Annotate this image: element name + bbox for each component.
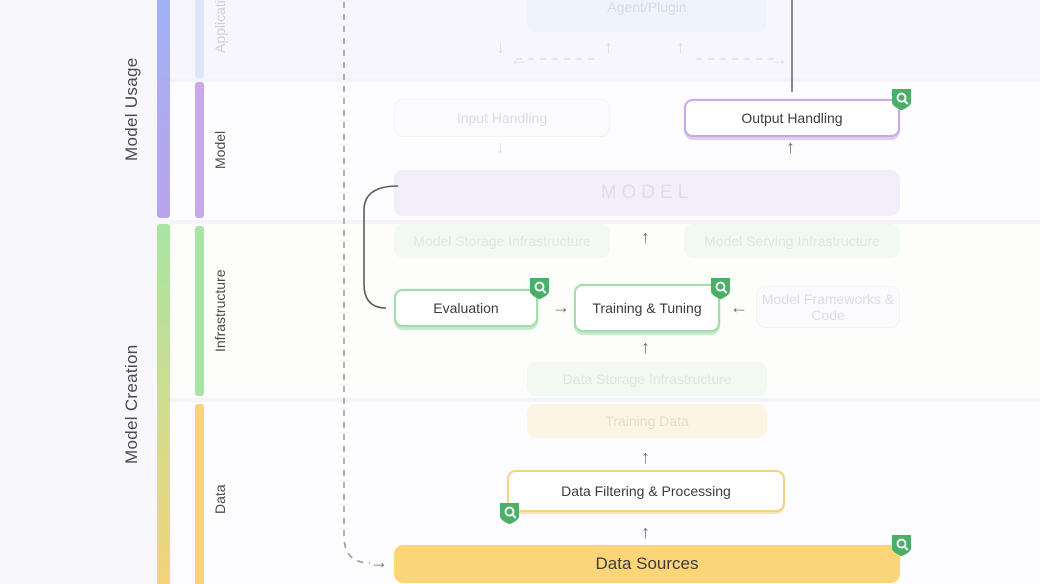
model-band-label: MODEL <box>600 182 694 204</box>
arrow-right-evaluation-to-training: → <box>552 297 570 317</box>
row-bar-data <box>195 404 204 584</box>
node-agent-plugin[interactable]: Agent/Plugin <box>527 0 767 32</box>
node-model-band: MODEL <box>394 170 900 216</box>
row-label-infrastructure: Infrastructure <box>212 269 228 353</box>
group-label-model-creation: Model Creation <box>122 344 141 464</box>
arrow-up-data-storage-to-training: ↑ <box>641 337 650 357</box>
arrow-right-into-data-sources: → <box>370 552 388 572</box>
node-evaluation[interactable]: Evaluation <box>394 289 538 327</box>
shield-magnifier-icon-output-handling[interactable] <box>891 88 912 111</box>
shield-magnifier-icon-data-filtering-and-processing[interactable] <box>499 502 520 525</box>
shield-magnifier-icon-evaluation[interactable] <box>529 277 550 300</box>
row-label-data: Data <box>212 484 228 514</box>
node-data-filtering-and-processing[interactable]: Data Filtering & Processing <box>507 470 785 512</box>
node-training-data[interactable]: Training Data <box>527 404 767 438</box>
node-model-storage-infrastructure[interactable]: Model Storage Infrastructure <box>394 224 610 258</box>
arrow-up-sources-to-filtering: ↑ <box>641 522 650 542</box>
group-bar-model-creation <box>157 224 170 584</box>
node-data-sources[interactable]: Data Sources <box>394 545 900 583</box>
row-label-model: Model <box>212 130 228 170</box>
node-data-storage-infrastructure[interactable]: Data Storage Infrastructure <box>527 362 767 396</box>
row-bar-infrastructure <box>195 226 204 396</box>
row-bar-model <box>195 82 204 218</box>
group-bar-model-usage <box>157 0 170 218</box>
arrow-down-to-input-handling-top: ↓ <box>496 37 505 57</box>
row-divider-infrastructure-data <box>170 398 1040 402</box>
arrow-up-filtering-to-training-data: ↑ <box>641 447 650 467</box>
node-training-and-tuning[interactable]: Training & Tuning <box>574 284 720 332</box>
shield-magnifier-icon-data-sources[interactable] <box>891 534 912 557</box>
arrow-left-application-in: ← <box>510 49 528 69</box>
row-divider-model-infrastructure <box>170 220 1040 224</box>
row-bar-application <box>195 0 204 78</box>
arrow-up-to-agent-right: ↑ <box>676 37 685 57</box>
row-divider-application-model <box>170 78 1040 82</box>
row-label-application: Application <box>212 0 228 54</box>
node-output-handling[interactable]: Output Handling <box>684 99 900 137</box>
arrow-right-application-out: → <box>770 49 788 69</box>
node-model-frameworks-and-code[interactable]: Model Frameworks & Code <box>756 286 900 328</box>
shield-magnifier-icon-training-and-tuning[interactable] <box>710 277 731 300</box>
node-input-handling[interactable]: Input Handling <box>394 99 610 137</box>
node-model-serving-infrastructure[interactable]: Model Serving Infrastructure <box>684 224 900 258</box>
group-label-model-usage: Model Usage <box>122 57 141 161</box>
arrow-up-to-agent-left: ↑ <box>604 37 613 57</box>
arrow-left-frameworks-to-training: ← <box>730 297 748 317</box>
arrow-up-model-to-output-handling: ↑ <box>786 137 795 157</box>
arrow-down-input-handling-to-model: ↓ <box>496 137 505 157</box>
arrow-up-training-to-model: ↑ <box>641 227 650 247</box>
